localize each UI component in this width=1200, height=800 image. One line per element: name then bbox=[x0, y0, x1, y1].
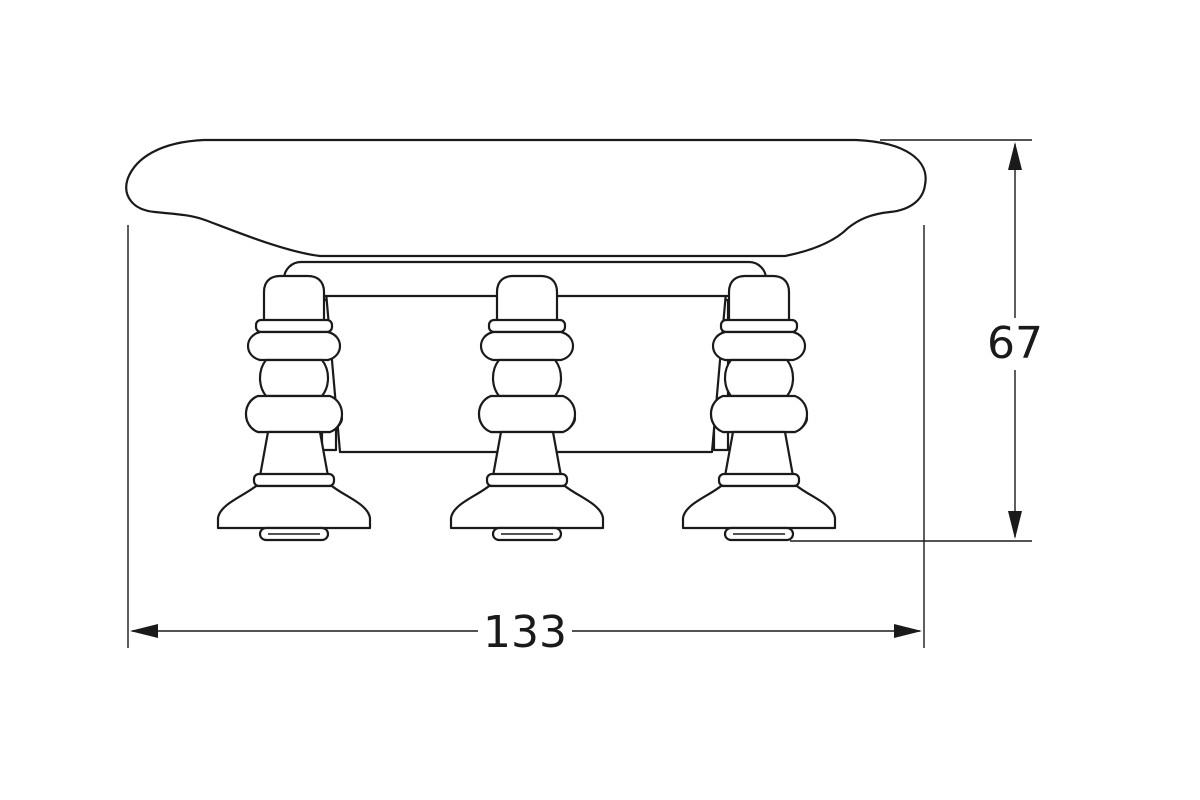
height-arrow-top bbox=[1008, 142, 1022, 170]
width-arrow-left bbox=[130, 624, 158, 638]
height-dimension: 67 bbox=[790, 139, 1043, 542]
width-arrow-right bbox=[894, 624, 922, 638]
dish-tray bbox=[125, 138, 927, 258]
height-dimension-label: 67 bbox=[987, 318, 1043, 369]
height-arrow-bottom bbox=[1008, 511, 1022, 539]
width-dimension-label: 133 bbox=[483, 607, 567, 658]
width-dimension: 133 bbox=[127, 225, 925, 658]
